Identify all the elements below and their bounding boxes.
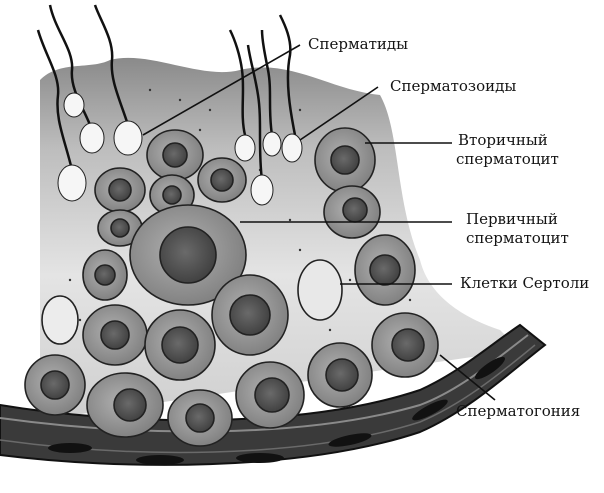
spermatozoa-heads bbox=[57, 92, 303, 206]
label-primary-spermatocyte-line1: Первичный bbox=[466, 210, 558, 228]
label-spermatids: Сперматиды bbox=[308, 35, 409, 53]
label-secondary-spermatocyte-line2: сперматоцит bbox=[456, 150, 559, 168]
spermatozoa-tails bbox=[36, 4, 297, 181]
membrane-nuclei bbox=[48, 356, 506, 465]
label-primary-spermatocyte-line2: сперматоцит bbox=[466, 229, 569, 247]
label-secondary-spermatocyte-line1: Вторичный bbox=[458, 131, 548, 149]
label-sertoli-cells: Клетки Сертоли bbox=[460, 274, 590, 292]
label-spermatogonia: Сперматогония bbox=[456, 402, 581, 420]
cells bbox=[24, 127, 439, 447]
label-spermatozoa: Сперматозоиды bbox=[390, 77, 517, 95]
leader-lines bbox=[142, 44, 496, 401]
